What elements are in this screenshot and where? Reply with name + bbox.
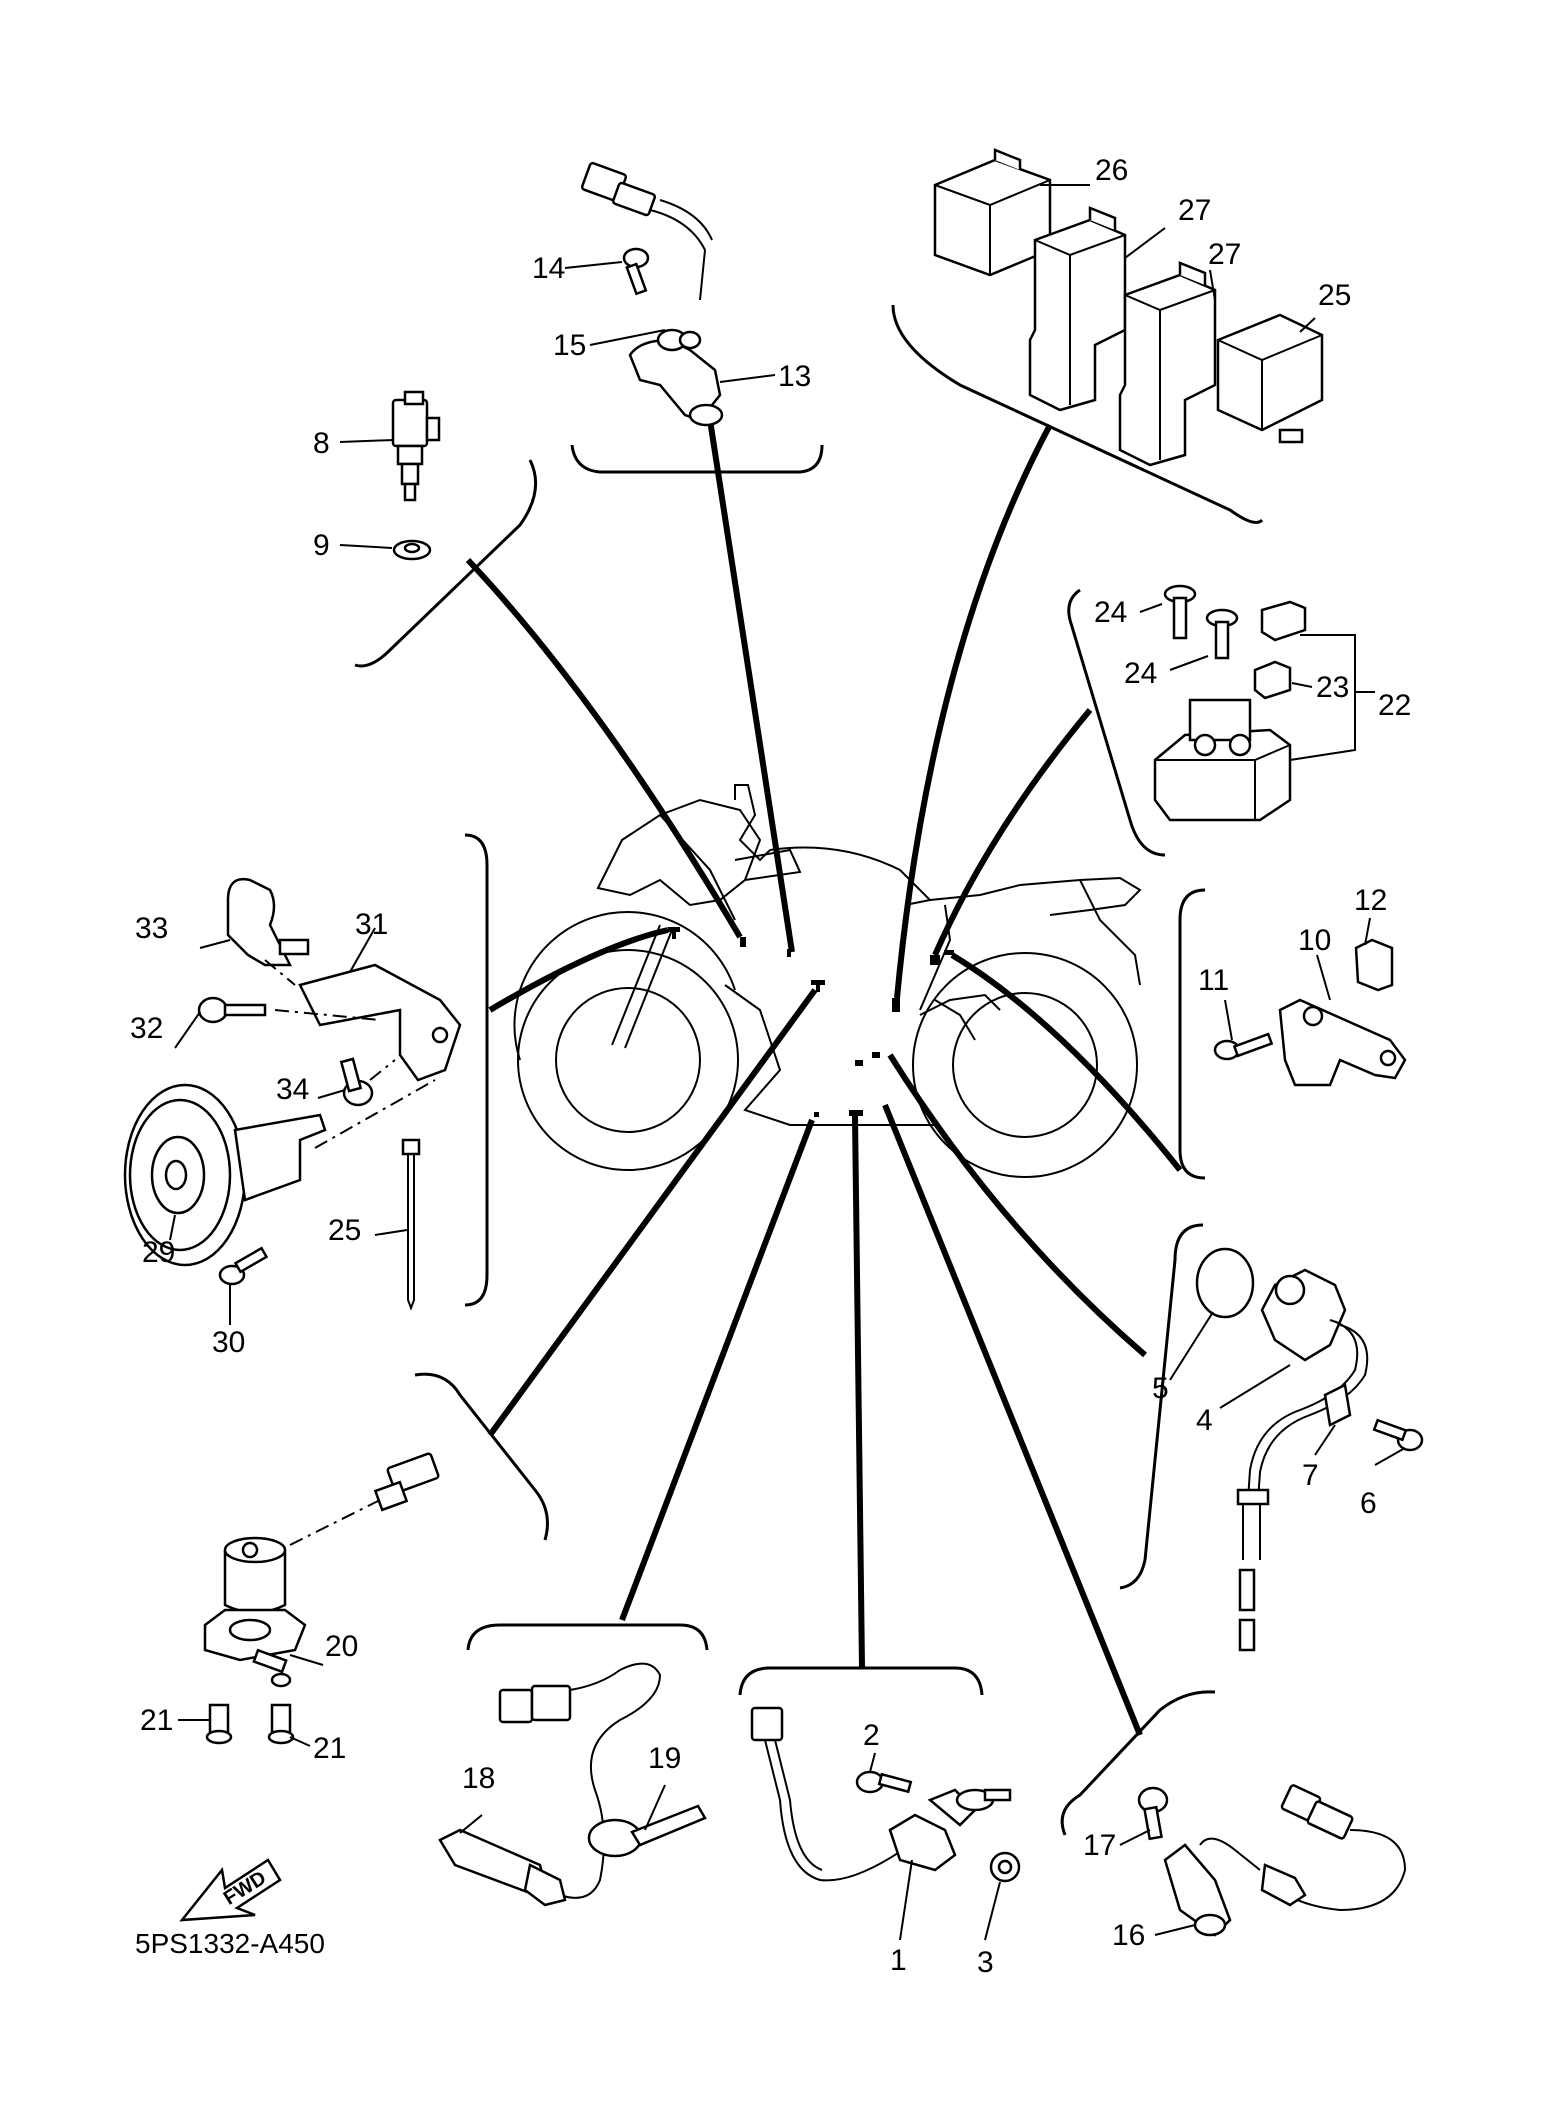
washer-9-drawing [392,539,432,561]
drawing-code: 5PS1332-A450 [135,1928,325,1959]
callout-31: 31 [355,908,388,941]
bolt-34-drawing [339,1057,374,1107]
clamp-15-drawing [678,330,702,350]
clamp-7-drawing [1323,1383,1352,1427]
callout-32: 32 [130,1012,163,1045]
callout-14: 14 [532,252,565,285]
callout-25: 25 [328,1214,361,1247]
bracket-31-drawing [298,963,462,1082]
callout-12: 12 [1354,884,1387,917]
screw-2-drawing [855,1770,913,1794]
o-ring-5-drawing [1195,1247,1255,1319]
callout-15: 15 [553,329,586,362]
clamp-19-drawing [587,1804,707,1858]
motorcycle-outline [513,784,1142,1178]
sensor-4-drawing [1236,1268,1369,1652]
screw-17-drawing [1137,1786,1169,1841]
callout-9: 9 [313,529,330,562]
relay-26-drawing [1216,313,1324,444]
callout-7: 7 [1302,1459,1319,1492]
sensor-10-drawing [1278,998,1407,1087]
callout-24: 24 [1094,596,1127,629]
callout-11: 11 [1198,964,1229,997]
callout-16: 16 [1112,1919,1145,1952]
sensor-16-drawing [1163,1784,1407,1937]
callout-labels: 26 27 27 25 14 15 13 8 9 24 24 23 22 12 … [130,154,1411,1979]
callout-26: 25 [1318,279,1351,312]
bolt-30-drawing [218,1246,269,1286]
callout-23: 23 [1316,671,1349,704]
callout-34: 34 [276,1073,309,1106]
callout-5: 5 [1152,1372,1169,1405]
clip-12-drawing [1354,938,1394,992]
callout-29: 29 [142,1236,175,1269]
callout-10: 10 [1298,924,1331,957]
horn-29-drawing [123,1083,327,1267]
callout-22: 22 [1378,689,1411,722]
sensor-8-drawing [391,390,441,502]
callout-21: 21 [313,1732,346,1765]
assembly-line [274,1009,381,1021]
group-brackets [354,304,1264,1836]
fuse-cover-drawing [1260,600,1307,642]
callout-6: 6 [1360,1487,1377,1520]
callout-20: 20 [325,1630,358,1663]
bolt-21a-drawing [205,1703,233,1745]
assembly-line [369,1059,396,1081]
o2-sensor-18-drawing [438,1662,662,1907]
connector-lines [465,419,1183,1737]
relay-27b-drawing [1118,261,1217,467]
assembly-line [314,1079,436,1149]
callout-28: 26 [1095,154,1128,187]
bolt-32-drawing [197,996,267,1024]
bolt-24a-drawing [1163,584,1197,640]
forward-arrow: FWD [179,1858,282,1922]
callout-27: 27 [1178,194,1211,227]
callout-19: 19 [648,1742,681,1775]
bolt-21b-drawing [267,1672,295,1745]
callout-33: 33 [135,912,168,945]
location-markers [668,927,954,1117]
cable-tie-25-drawing [401,1138,421,1311]
callout-1: 1 [890,1944,907,1977]
callout-3: 3 [977,1946,994,1979]
assembly-line [264,959,296,986]
nut-3-drawing [989,1851,1021,1883]
callout-21: 21 [140,1704,173,1737]
callout-18: 18 [462,1762,495,1795]
sensor-20-drawing [203,1452,440,1674]
sensor-13-drawing [580,161,724,427]
screw-14-drawing [622,247,650,296]
callout-17: 17 [1083,1829,1116,1862]
fuse-23-drawing [1253,660,1292,700]
callout-27: 27 [1208,238,1241,271]
callout-4: 4 [1196,1404,1213,1437]
screw-6-drawing [1372,1418,1424,1452]
callout-30: 30 [212,1326,245,1359]
starter-relay-22-drawing [1153,698,1292,822]
relay-28-drawing [933,148,1052,277]
callout-2: 2 [863,1719,880,1752]
callout-leaders [169,184,1406,1941]
screw-11-drawing [1213,1032,1274,1061]
clamp-33-drawing [226,877,310,967]
callout-24: 24 [1124,657,1157,690]
relay-27a-drawing [1028,206,1127,412]
callout-13: 13 [778,360,811,393]
sensor-1-drawing [750,1706,1012,1882]
bolt-24b-drawing [1205,608,1239,660]
callout-8: 8 [313,427,330,460]
